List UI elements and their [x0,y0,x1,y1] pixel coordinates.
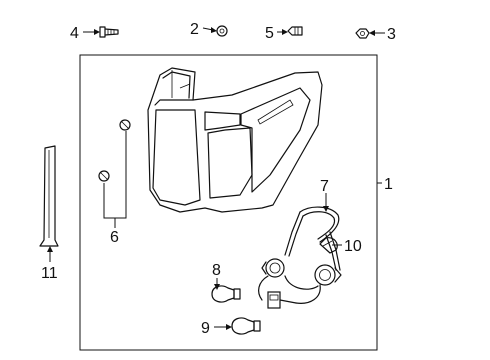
callout-11: 11 [41,265,58,282]
bracket-6 [103,131,127,219]
socket-clip-upper [119,119,131,131]
callout-3: 3 [387,26,396,43]
assembly-frame [79,54,378,351]
callout-8: 8 [212,262,221,279]
socket-clip-lower [98,170,110,182]
callout-2: 2 [190,21,199,38]
callout-7: 7 [320,178,329,195]
callout-4: 4 [70,25,79,42]
trim-strip [39,145,59,247]
callout-1: 1 [384,176,393,193]
screw-part-4 [99,26,119,38]
callout-5: 5 [265,25,274,42]
clip-part-2 [216,25,228,37]
callout-6: 6 [110,229,119,246]
wiring-harness [258,206,342,309]
callout-9: 9 [201,320,210,337]
bulb-part-10 [319,237,338,254]
tail-lamp-housing [147,67,323,213]
screw-part-5 [287,26,303,36]
nut-part-3 [355,28,370,39]
bulb-part-9 [231,317,261,335]
callout-10: 10 [344,238,362,255]
bulb-part-8 [211,285,241,303]
